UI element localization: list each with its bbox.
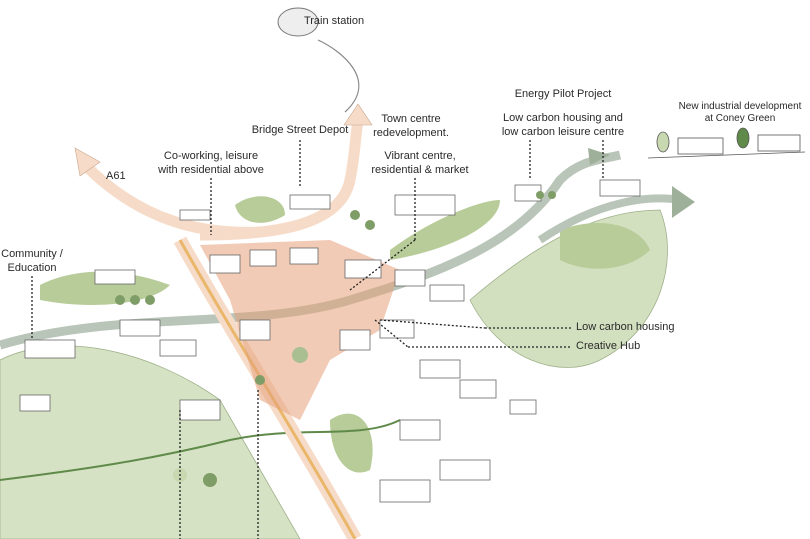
label-vibrant-centre-line2: residential & market bbox=[371, 163, 469, 176]
label-vibrant-centre-line1: Vibrant centre, bbox=[384, 150, 456, 162]
label-coney-green-line2: at Coney Green bbox=[704, 113, 776, 124]
label-low-carbon-leisure: Low carbon housing and low carbon leisur… bbox=[502, 112, 624, 139]
label-train-station: Train station bbox=[303, 15, 365, 27]
woodland-east bbox=[560, 222, 650, 269]
a61-arrow bbox=[74, 147, 101, 177]
buildings bbox=[19, 179, 641, 503]
label-coney-green-line1: New industrial development bbox=[678, 101, 802, 112]
label-community: Community / Education bbox=[1, 248, 63, 275]
label-co-working: Co-working, leisure with residential abo… bbox=[158, 150, 264, 177]
label-low-carbon-housing: Low carbon housing bbox=[576, 321, 675, 333]
grey-road-east bbox=[537, 194, 681, 244]
grey-road-arrow-east bbox=[672, 186, 695, 218]
river bbox=[0, 419, 401, 481]
label-co-working-line1: Co-working, leisure bbox=[163, 150, 259, 162]
label-community-line2: Education bbox=[7, 261, 57, 274]
label-community-line1: Community / bbox=[1, 248, 63, 260]
leader-lines bbox=[31, 140, 604, 539]
label-vibrant-centre: Vibrant centre, residential & market bbox=[371, 150, 468, 177]
label-town-centre: Town centre redevelopment. bbox=[373, 113, 449, 140]
coney-green-sketch bbox=[647, 127, 806, 159]
grey-road-arrow-north bbox=[588, 148, 610, 165]
label-bridge-street-depot: Bridge Street Depot bbox=[251, 124, 349, 136]
label-a61: A61 bbox=[106, 170, 126, 182]
label-energy-pilot: Energy Pilot Project bbox=[514, 88, 612, 100]
label-low-carbon-leisure-line1: Low carbon housing and bbox=[503, 112, 623, 124]
north-road-arrow bbox=[343, 103, 373, 126]
label-town-centre-line1: Town centre bbox=[381, 113, 441, 125]
train-station-icon bbox=[277, 7, 319, 37]
label-creative-hub: Creative Hub bbox=[576, 340, 641, 352]
green-area-south bbox=[330, 413, 373, 473]
label-coney-green: New industrial development at Coney Gree… bbox=[679, 101, 802, 125]
train-station-route bbox=[317, 39, 360, 113]
depot-road bbox=[199, 119, 364, 241]
woodland-centre bbox=[390, 200, 500, 260]
town-centre-area bbox=[200, 240, 400, 420]
green-area-depot bbox=[235, 196, 285, 223]
label-low-carbon-leisure-line2: low carbon leisure centre bbox=[501, 125, 625, 138]
label-co-working-line2: with residential above bbox=[158, 163, 264, 176]
label-town-centre-line2: redevelopment. bbox=[373, 126, 449, 139]
